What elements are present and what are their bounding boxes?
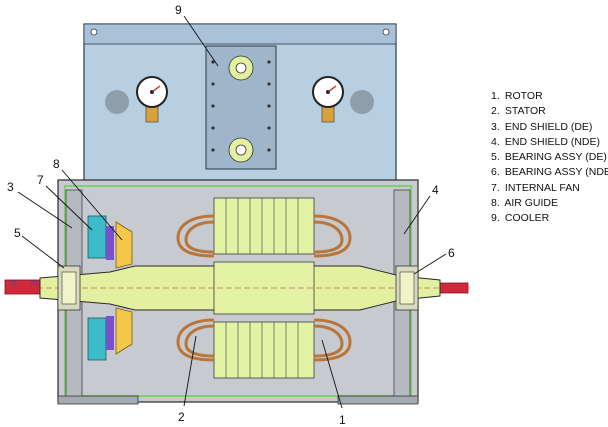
cooler-port-right bbox=[350, 90, 374, 114]
air-guide bbox=[115, 221, 133, 355]
legend-item-cooler: 9. COOLER bbox=[491, 212, 550, 225]
bearing-de bbox=[57, 265, 81, 311]
leader-5 bbox=[21, 235, 65, 269]
bolt-icon bbox=[90, 28, 98, 36]
callout-4: 4 bbox=[432, 183, 439, 197]
pressure-gauge-right-icon bbox=[312, 76, 344, 123]
leader-6 bbox=[413, 253, 447, 275]
cooler-flange-bottom bbox=[228, 137, 254, 163]
legend-item-bearing-assy-de: 5. BEARING ASSY (DE) bbox=[491, 151, 607, 164]
legend-item-rotor: 1. ROTOR bbox=[491, 90, 543, 102]
leader-9 bbox=[183, 15, 219, 67]
legend-item-end-shield-nde: 4. END SHIELD (NDE) bbox=[491, 135, 601, 148]
frame-foot-right bbox=[337, 395, 419, 405]
leader-4 bbox=[403, 195, 431, 235]
legend-item-end-shield-de: 3. END SHIELD (DE) bbox=[491, 120, 593, 133]
stator-winding-de-top bbox=[176, 214, 215, 258]
internal-fan bbox=[87, 215, 114, 361]
leader-1 bbox=[321, 339, 343, 409]
frame-foot-left bbox=[57, 395, 139, 405]
callout-6: 6 bbox=[448, 246, 455, 260]
callout-7: 7 bbox=[37, 173, 44, 187]
callout-leaders bbox=[17, 15, 447, 409]
stator bbox=[176, 197, 352, 379]
stator-slots bbox=[225, 198, 299, 378]
shaft-mark-nde: YC bbox=[30, 281, 39, 287]
stator-core-bottom bbox=[213, 321, 315, 379]
cooler-port-left bbox=[105, 90, 129, 114]
stator-winding-nde-bottom bbox=[313, 318, 352, 362]
callout-8: 8 bbox=[53, 157, 60, 171]
rotor: YC YC bbox=[4, 261, 470, 315]
callout-9: 9 bbox=[175, 3, 182, 17]
legend-item-bearing-assy-nde: 6. BEARING ASSY (NDE) bbox=[491, 166, 608, 179]
cooler-flange-top bbox=[228, 55, 254, 81]
stator-winding-de-bottom bbox=[176, 318, 215, 362]
legend-item-internal-fan: 7. INTERNAL FAN bbox=[491, 181, 580, 194]
stator-winding-nde-top bbox=[313, 214, 352, 258]
leader-3 bbox=[17, 191, 73, 229]
stator-core-top bbox=[213, 197, 315, 255]
legend-item-air-guide: 8. AIR GUIDE bbox=[491, 197, 559, 210]
cooler-top-edge bbox=[83, 23, 397, 45]
cooler bbox=[83, 23, 397, 185]
callout-5: 5 bbox=[14, 226, 21, 240]
callout-2: 2 bbox=[178, 410, 185, 424]
callout-3: 3 bbox=[7, 180, 14, 194]
legend-list: 1. ROTOR 2. STATOR 3. END SHIELD (DE) 4.… bbox=[491, 89, 608, 227]
leader-8 bbox=[61, 169, 123, 241]
shaft-mark-de: YC bbox=[9, 281, 18, 287]
bolt-icon bbox=[382, 28, 390, 36]
leader-2 bbox=[183, 335, 197, 407]
legend-item-stator: 2. STATOR bbox=[491, 105, 546, 118]
bearing-nde bbox=[395, 265, 419, 311]
leader-7 bbox=[45, 185, 93, 231]
pressure-gauge-left-icon bbox=[136, 76, 168, 123]
plate-bolts bbox=[211, 60, 271, 152]
callout-1: 1 bbox=[339, 413, 346, 427]
